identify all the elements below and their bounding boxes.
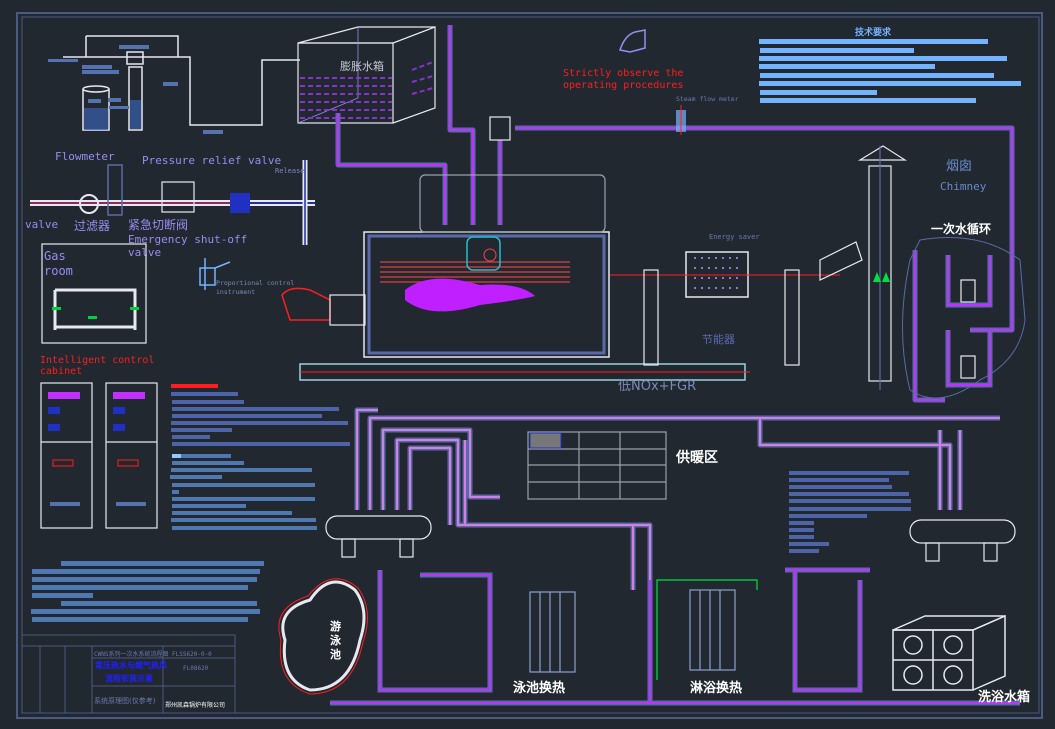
outer-frame (16, 12, 1043, 719)
steam-flow-meter-label: Steam flow meter (676, 95, 739, 103)
release-label: Release (275, 167, 305, 175)
proportional-control-label-2: instrument (216, 288, 255, 296)
primary-pumps (960, 279, 976, 379)
building-rooftop-tank (529, 432, 562, 449)
economizer-tubes (694, 257, 738, 289)
gas-room-piping (53, 288, 137, 330)
filter-label: 过滤器 (74, 219, 110, 233)
shower-control-line (656, 579, 758, 680)
bath-water-tank (892, 614, 1006, 691)
title-block (21, 634, 236, 714)
steam-flow-meter (676, 105, 686, 135)
gas-room-valves (52, 307, 139, 319)
pool-hx-label: 泳池换热 (513, 680, 565, 696)
title-code: FL08620 (183, 665, 209, 672)
intelligent-cabinet-label-2: cabinet (40, 366, 82, 377)
notes-block-mid (171, 392, 350, 446)
boiler (363, 231, 610, 358)
emergency-valve-en-label-2: valve (128, 246, 161, 259)
heating-zone-label: 供暖区 (675, 449, 718, 466)
emergency-valve-en-label-1: Emergency shut-off (128, 233, 247, 246)
notes-block-right (789, 471, 911, 553)
chimney-en-label: Chimney (940, 180, 987, 193)
tech-requirements-title: 技术要求 (855, 26, 892, 38)
control-cabinets (40, 382, 158, 529)
notes-block-bottom (31, 561, 264, 622)
notes-block-mid-2 (170, 454, 317, 530)
pool-heat-exchanger (529, 591, 576, 673)
chimney-flow-arrows (873, 272, 890, 282)
title-row1: CWNS系列一次水系统流程图 FLSS620-0-0 (94, 650, 212, 658)
burner (281, 287, 366, 326)
distribution-header-right (909, 519, 1016, 562)
expansion-tank-label: 膨胀水箱 (340, 59, 384, 73)
economizer-cn-label: 节能器 (702, 332, 735, 346)
tank-water-level (300, 61, 434, 119)
title-subtitle: 系统原理图(仅参考) (94, 696, 156, 705)
expansion-tank (297, 26, 436, 124)
cabinet-indicators (48, 392, 146, 506)
gas-room-label-2: room (44, 264, 73, 278)
valve-label: valve (25, 218, 58, 231)
gas-train (30, 160, 315, 245)
bottom-pipes (330, 567, 1020, 706)
hand-operating-icon (619, 29, 646, 53)
primary-loop-label: 一次水循环 (931, 221, 991, 236)
heating-distribution-pipes (354, 407, 1000, 590)
separator-box (489, 116, 511, 141)
bath-tank-label: 洗浴水箱 (978, 689, 1030, 705)
intelligent-cabinet-label-1: Intelligent control (40, 355, 154, 366)
pressure-relief-valve-label: Pressure relief valve (142, 154, 281, 167)
primary-loop-pipes (945, 255, 993, 388)
pool-label-2: 泳 (330, 633, 342, 647)
proportional-control-icon (199, 258, 231, 290)
notes-highlight (172, 454, 181, 458)
flowmeter-label: Flowmeter (55, 150, 115, 163)
title-main-2: 流程安装示意 (105, 673, 153, 683)
chimney-cn-label: 烟囱 (946, 159, 972, 174)
flue-risers (643, 269, 800, 366)
building (527, 431, 667, 500)
title-main-1: 常压热水与燃气热风 (95, 660, 167, 670)
notes-heading-red (171, 384, 218, 388)
softener-notes (48, 45, 223, 134)
tech-requirements-text (759, 39, 1021, 103)
chimney (819, 145, 908, 390)
strictly-observe-label-2: operating procedures (563, 80, 683, 91)
gas-room-label-1: Gas (44, 249, 66, 263)
boiler-platform (419, 174, 606, 233)
energy-saver-label: Energy saver (709, 233, 760, 241)
low-nox-label: 低NOx+FGR (618, 379, 696, 394)
water-softener (63, 35, 300, 131)
shower-hx-label: 淋浴换热 (690, 680, 742, 696)
softener-resin (130, 100, 141, 129)
distribution-header-left (325, 515, 432, 558)
pool-label-3: 池 (330, 647, 341, 661)
gas-room-box (41, 243, 147, 344)
brine-water (84, 108, 108, 130)
pool-outline-red (278, 578, 368, 695)
emergency-valve-cn-label: 紧急切断阀 (128, 217, 188, 232)
swimming-pool (281, 580, 366, 692)
strictly-observe-label-1: Strictly observe the (563, 68, 683, 79)
title-company: 郑州凯森锅炉有限公司 (165, 701, 225, 709)
shower-heat-exchanger (689, 589, 736, 671)
proportional-control-label-1: Proportional control (216, 279, 294, 287)
inner-frame (21, 16, 1040, 714)
flue-pipe (299, 363, 750, 381)
pool-label-1: 游 (330, 619, 341, 633)
primary-loop-boundary (902, 237, 1026, 399)
